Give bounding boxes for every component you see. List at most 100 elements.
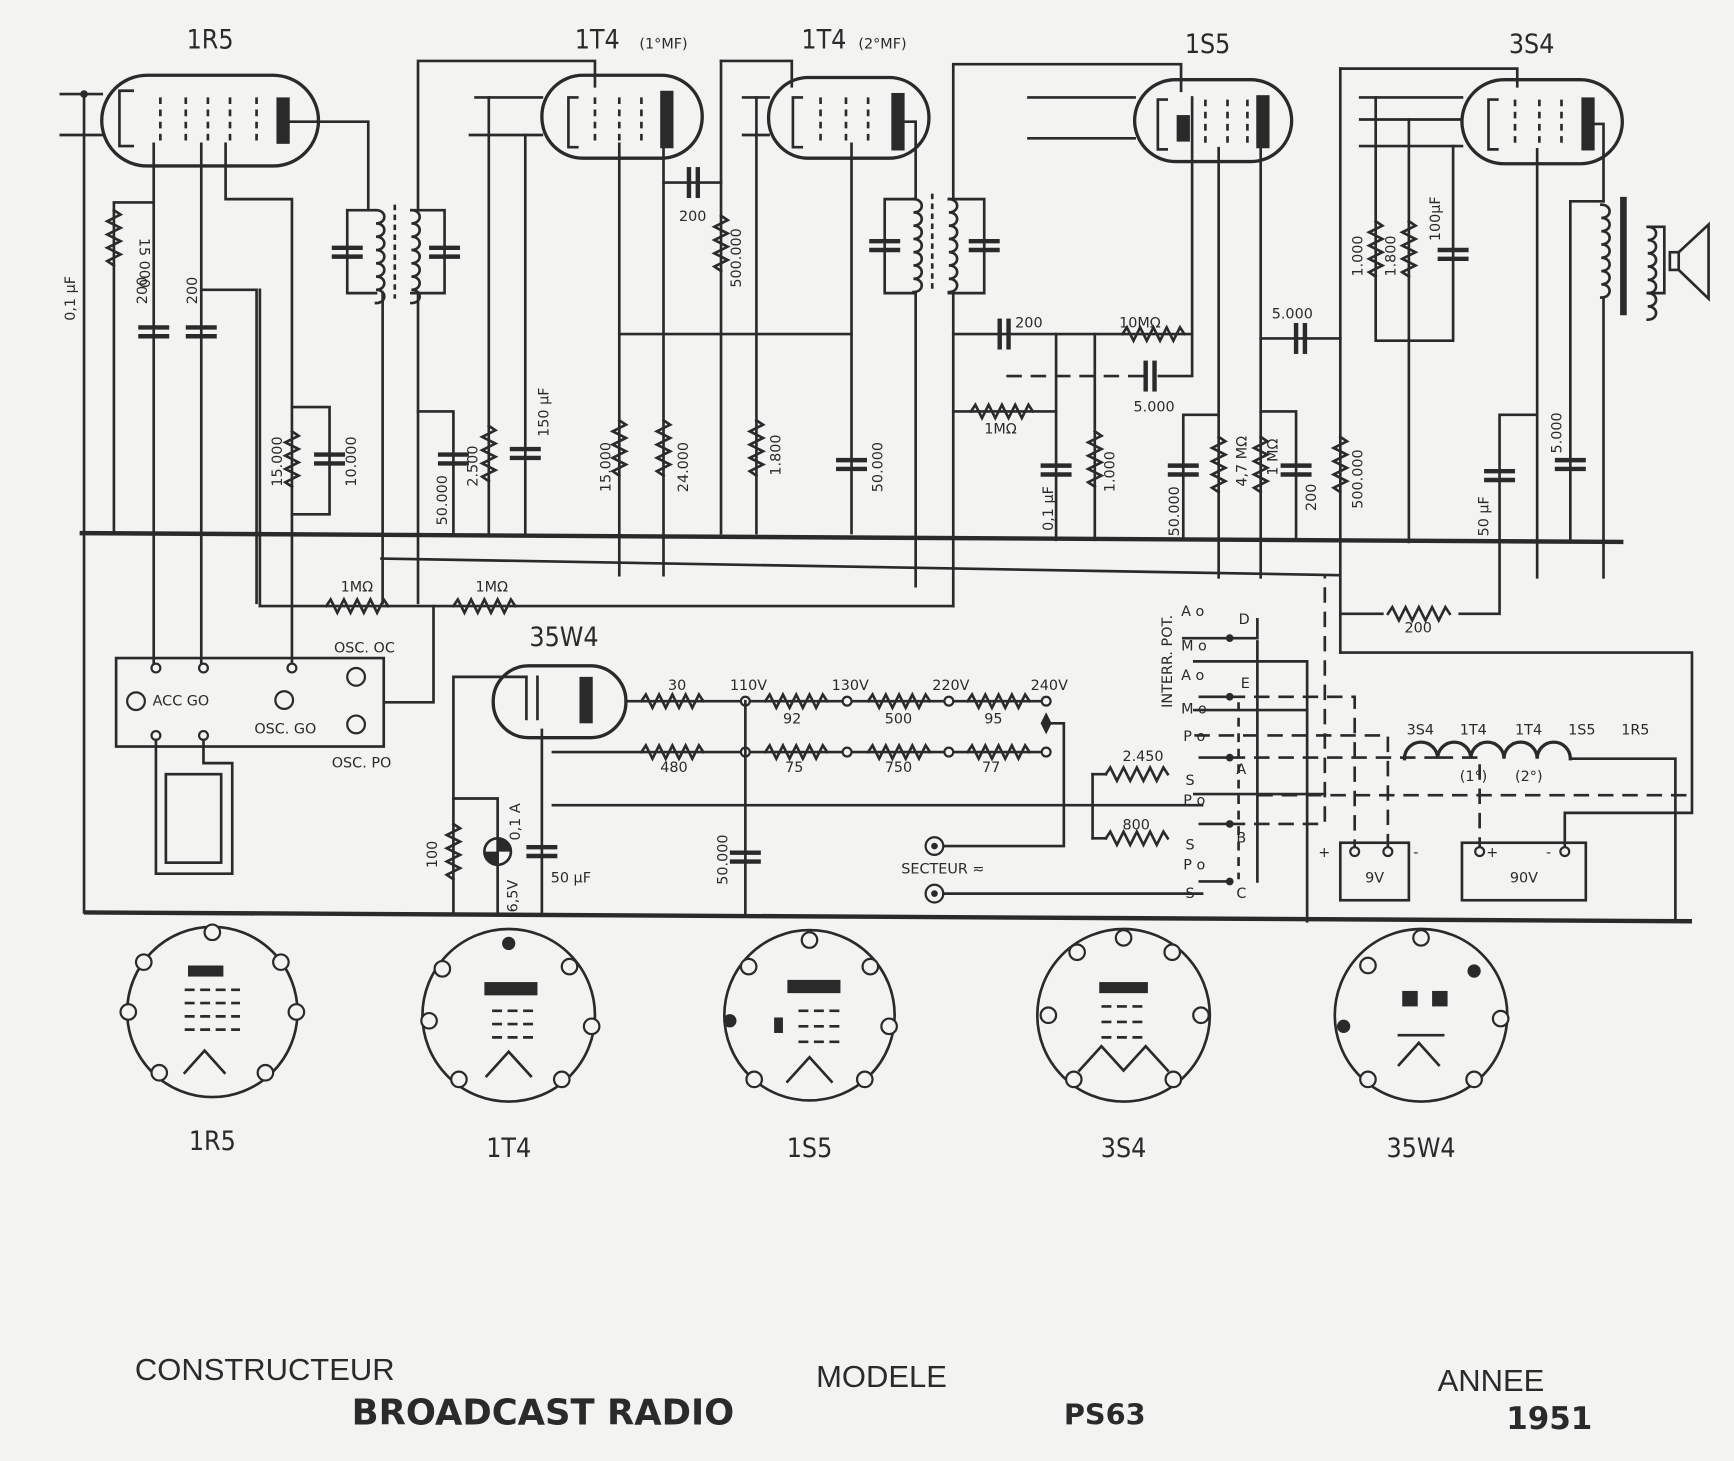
label-130v: 130V bbox=[832, 678, 869, 694]
if-transformer-1 bbox=[332, 204, 460, 305]
pinout-1s5: 1S5 bbox=[723, 928, 898, 1164]
voltage-selector-icon[interactable] bbox=[1040, 712, 1052, 735]
label-c-5000c: 5.000 bbox=[1549, 412, 1565, 453]
switch-contact-b: B bbox=[1236, 831, 1246, 847]
label-r-15000: 15 000 bbox=[135, 238, 151, 288]
switch-pin-s3: S bbox=[1185, 886, 1194, 902]
pinout-3s4: 3S4 bbox=[1035, 927, 1212, 1164]
modele-value: PS63 bbox=[1064, 1397, 1146, 1431]
constructeur-value: BROADCAST RADIO bbox=[352, 1392, 735, 1433]
filament-sub-1: (1°) bbox=[1460, 769, 1488, 785]
filament-label-1t4a: 1T4 bbox=[1460, 722, 1487, 738]
label-osc-oc: OSC. OC bbox=[334, 641, 395, 657]
annee-value: 1951 bbox=[1506, 1401, 1592, 1437]
ground-rail bbox=[79, 530, 1624, 545]
label-c-5000a: 5.000 bbox=[1134, 399, 1175, 415]
label-r-1m: 1 MΩ bbox=[1265, 439, 1281, 476]
pinout-1t4: 1T4 bbox=[420, 927, 601, 1164]
battery-9v-label: 9V bbox=[1365, 871, 1384, 887]
label-c-200d: 200 bbox=[1015, 315, 1042, 331]
label-r-480: 480 bbox=[660, 760, 687, 776]
label-r-77: 77 bbox=[982, 760, 1000, 776]
battery-90v-minus: - bbox=[1546, 845, 1551, 861]
pinout-35w4: 35W4 bbox=[1333, 927, 1510, 1164]
label-110v: 110V bbox=[730, 678, 767, 694]
label-c-100uf: 100µF bbox=[1428, 196, 1444, 241]
label-c-150uf: 150 µF bbox=[537, 388, 553, 437]
label-c-5000b: 5.000 bbox=[1272, 307, 1313, 323]
label-secteur: SECTEUR ≂ bbox=[901, 862, 984, 878]
switch-contact-e: E bbox=[1241, 676, 1250, 692]
label-r-4-7m: 4,7 MΩ bbox=[1234, 436, 1250, 487]
filament-sub-2: (2°) bbox=[1515, 769, 1543, 785]
label-r-95: 95 bbox=[984, 711, 1002, 727]
interr-pot-switch[interactable]: INTERR. POT. 2.450 800 A o M o A o M o P… bbox=[1091, 604, 1259, 902]
label-r-10m: 10MΩ bbox=[1119, 315, 1161, 331]
pinout-label-1t4: 1T4 bbox=[486, 1133, 531, 1164]
tube-35w4: 35W4 bbox=[491, 622, 628, 740]
label-c-50000b: 50.000 bbox=[870, 442, 886, 492]
tube-1t4-2mf: 1T4 (2°MF) bbox=[766, 25, 931, 160]
mains-socket[interactable] bbox=[924, 836, 945, 904]
label-240v: 240V bbox=[1031, 678, 1068, 694]
tube-label-1t4-1: 1T4 bbox=[575, 25, 620, 56]
label-r-24000: 24.000 bbox=[676, 442, 692, 492]
label-r-1800b: 1.800 bbox=[1384, 235, 1400, 276]
speaker-icon bbox=[1646, 221, 1710, 321]
label-c-50000d: 50.000 bbox=[716, 835, 732, 885]
label-r-30: 30 bbox=[668, 678, 686, 694]
switch-pin-s1: S bbox=[1185, 773, 1194, 789]
label-c-50uf-b: 50 µF bbox=[551, 871, 591, 887]
label-c-200: 200 bbox=[135, 277, 151, 304]
modele-label: MODELE bbox=[816, 1359, 947, 1394]
label-r-1000a: 1.000 bbox=[1103, 451, 1119, 492]
label-c-50000c: 50.000 bbox=[1167, 486, 1183, 536]
label-r-1000b: 1.000 bbox=[1350, 235, 1366, 276]
label-c-50uf: 50 µF bbox=[1476, 496, 1492, 536]
negative-rail bbox=[84, 910, 1692, 924]
label-r-2450: 2.450 bbox=[1122, 749, 1163, 765]
if-transformer-2 bbox=[869, 193, 999, 295]
pilot-lamp-icon bbox=[483, 836, 513, 867]
label-c-10000: 10.000 bbox=[344, 436, 360, 486]
label-c-200b: 200 bbox=[185, 277, 201, 304]
pinout-label-1s5: 1S5 bbox=[787, 1133, 833, 1164]
tube-1r5: 1R5 bbox=[100, 25, 321, 168]
switch-pin-a1: A o bbox=[1181, 604, 1204, 620]
label-r-1m-b: 1MΩ bbox=[476, 580, 509, 596]
tube-label-1s5: 1S5 bbox=[1185, 29, 1231, 60]
label-220v: 220V bbox=[932, 678, 969, 694]
filament-label-1s5: 1S5 bbox=[1568, 722, 1595, 738]
pinout-label-1r5: 1R5 bbox=[189, 1126, 236, 1157]
label-r-500000a: 500.000 bbox=[729, 228, 745, 287]
tube-label-3s4: 3S4 bbox=[1509, 29, 1555, 60]
filament-label-3s4: 3S4 bbox=[1407, 722, 1434, 738]
label-pot-1m: 1MΩ bbox=[984, 422, 1017, 438]
filament-label-1r5: 1R5 bbox=[1621, 722, 1649, 738]
tube-3s4: 3S4 bbox=[1460, 29, 1624, 166]
label-acc-go: ACC GO bbox=[153, 694, 210, 710]
label-r-500000b: 500.000 bbox=[1350, 449, 1366, 508]
label-r-1m-a: 1MΩ bbox=[341, 580, 374, 596]
label-osc-po: OSC. PO bbox=[332, 756, 392, 772]
label-r-1800a: 1.800 bbox=[769, 434, 785, 475]
label-r-200: 200 bbox=[1404, 621, 1431, 637]
tube-sublabel-2mf: (2°MF) bbox=[858, 37, 906, 53]
battery-90v-label: 90V bbox=[1510, 871, 1538, 887]
switch-pin-a2: A o bbox=[1181, 668, 1204, 684]
label-r-750: 750 bbox=[885, 760, 912, 776]
battery-9v: 9V + - bbox=[1318, 841, 1418, 902]
filament-chain: 3S4 1T4 1T4 1S5 1R5 (1°) (2°) bbox=[1402, 722, 1677, 923]
label-r-15000c: 15.000 bbox=[598, 442, 614, 492]
tube-1s5: 1S5 bbox=[1132, 29, 1294, 164]
switch-pin-p2: P o bbox=[1183, 793, 1205, 809]
filament-label-1t4b: 1T4 bbox=[1515, 722, 1542, 738]
switch-contact-c: C bbox=[1236, 886, 1246, 902]
label-r-75: 75 bbox=[785, 760, 803, 776]
tube-sublabel-1mf: (1°MF) bbox=[639, 37, 687, 53]
pinout-1r5: 1R5 bbox=[119, 923, 306, 1157]
label-r-100: 100 bbox=[425, 841, 441, 868]
annee-label: ANNEE bbox=[1438, 1363, 1545, 1398]
